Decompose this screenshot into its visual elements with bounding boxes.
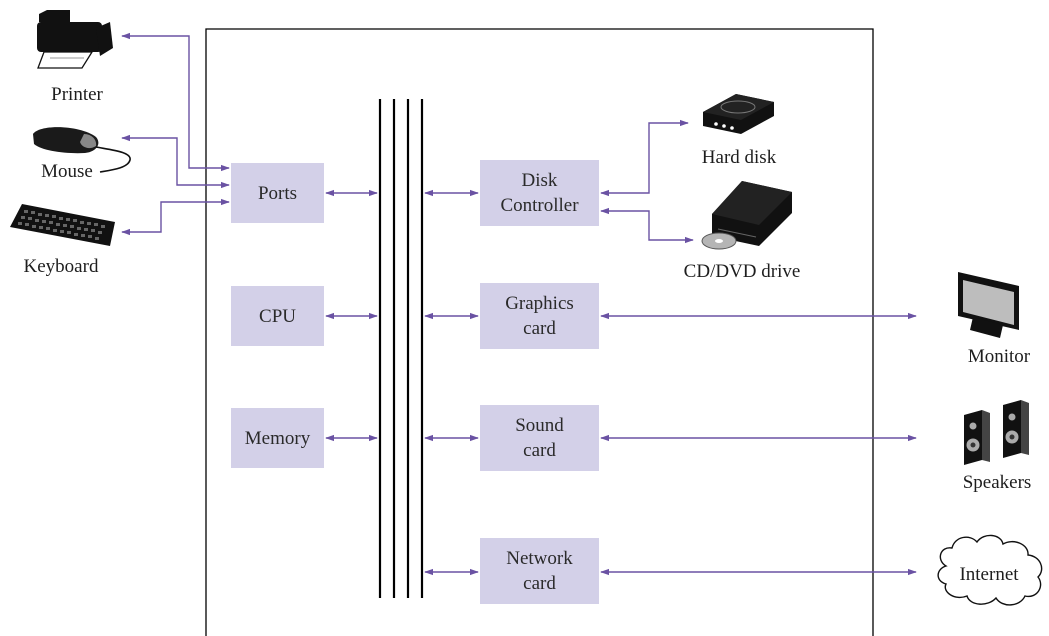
memory-box: Memory bbox=[231, 408, 324, 468]
printer-label: Printer bbox=[51, 84, 103, 105]
cd-dvd-connector bbox=[600, 207, 694, 244]
cloud-icon bbox=[937, 534, 1043, 606]
monitor-label: Monitor bbox=[967, 346, 1031, 367]
hard-disk-connector bbox=[600, 119, 689, 197]
network-card-box: Network card bbox=[480, 538, 599, 604]
speakers-label: Speakers bbox=[962, 472, 1032, 493]
speakers-icon bbox=[964, 400, 1029, 465]
disk-controller-box: Disk Controller bbox=[480, 160, 599, 226]
printer-connector bbox=[121, 32, 230, 172]
hard-disk-label: Hard disk bbox=[701, 147, 777, 168]
monitor-icon bbox=[958, 272, 1019, 338]
cd-dvd-drive-icon bbox=[701, 181, 792, 250]
cd-dvd-drive-label: CD/DVD drive bbox=[683, 261, 801, 282]
mouse-icon bbox=[33, 127, 131, 173]
mouse-connector bbox=[121, 134, 230, 189]
mouse-label: Mouse bbox=[41, 161, 93, 182]
ports-box: Ports bbox=[231, 163, 324, 223]
internet-label: Internet bbox=[959, 564, 1019, 585]
graphics-card-box: Graphics card bbox=[480, 283, 599, 349]
hard-disk-icon bbox=[703, 94, 774, 134]
cpu-box: CPU bbox=[231, 286, 324, 346]
connectors bbox=[121, 32, 917, 576]
keyboard-icon bbox=[10, 204, 115, 246]
keyboard-connector bbox=[121, 198, 230, 236]
printer-icon bbox=[37, 10, 113, 69]
computer-case-frame bbox=[205, 28, 874, 636]
system-bus bbox=[378, 99, 424, 598]
keyboard-label: Keyboard bbox=[23, 256, 99, 277]
sound-card-box: Sound card bbox=[480, 405, 599, 471]
